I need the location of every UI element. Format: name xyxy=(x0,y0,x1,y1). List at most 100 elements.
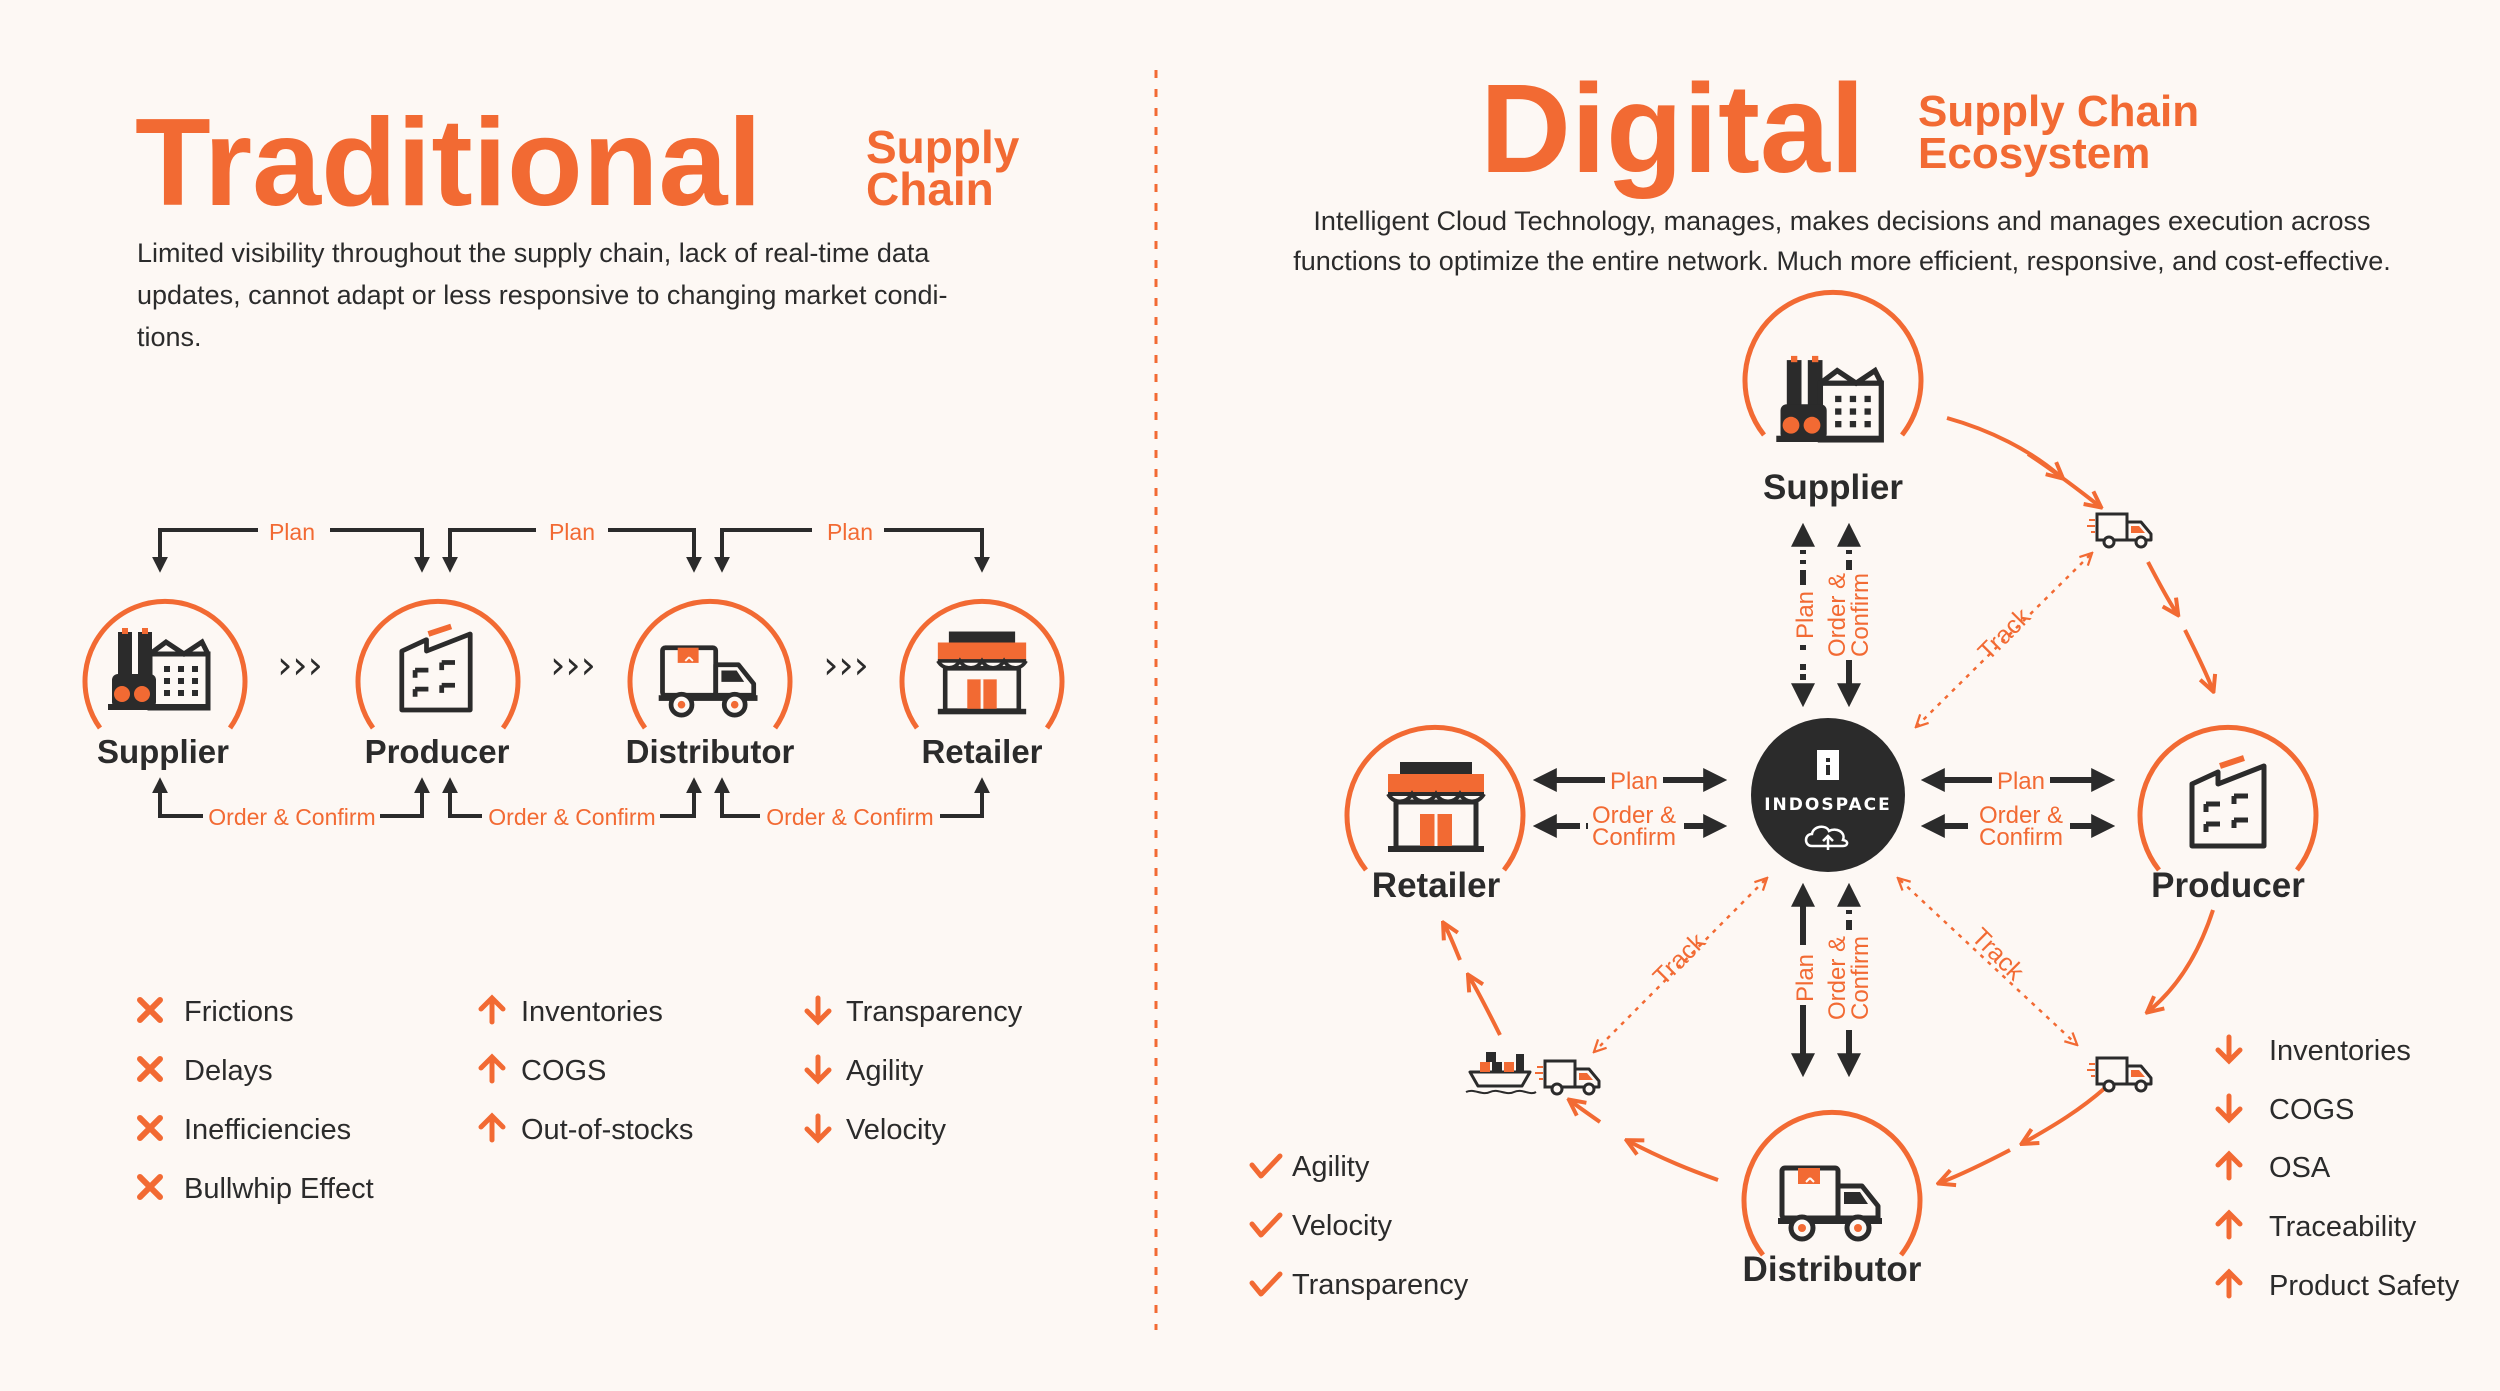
digital-retailer-links: Plan Order & Confirm xyxy=(1532,764,1728,856)
arrow-down-icon xyxy=(804,995,832,1144)
producer-plan-label: Plan xyxy=(1997,768,2045,795)
cloud-icon xyxy=(1804,825,1849,850)
check-icon xyxy=(1249,1153,1283,1297)
truck-icon xyxy=(1778,1168,1882,1239)
digital-distributor-links: Plan Order & Confirm xyxy=(1788,882,1874,1078)
retailer-plan-label: Plan xyxy=(1610,768,1658,795)
traditional-list-item: Out-of-stocks xyxy=(521,1114,693,1146)
building-icon xyxy=(2192,758,2264,846)
traditional-subtitle-line2: Chain xyxy=(866,163,994,215)
digital-desc-line1: Intelligent Cloud Technology, manages, m… xyxy=(1313,206,2370,236)
traditional-list-item: Inventories xyxy=(521,996,663,1028)
track-label-producer: Track xyxy=(1966,923,2030,987)
traditional-node-retailer: Retailer xyxy=(899,598,1065,770)
hub-label: INDOSPACE xyxy=(1764,795,1892,815)
digital-producer-links: Plan Order & Confirm xyxy=(1920,764,2116,856)
producer-order-label-1: Order & xyxy=(1979,802,2063,829)
traditional-list-increases: Inventories COGS Out-of-stocks xyxy=(478,994,693,1146)
digital-node-supplier: Supplier xyxy=(1742,289,1924,507)
truck-icon xyxy=(1533,1059,1601,1096)
factory-icon xyxy=(108,628,210,710)
supplier-order-label-1: Order & xyxy=(1824,573,1851,657)
traditional-node-supplier: Supplier xyxy=(82,598,248,770)
truck-icon xyxy=(2085,1056,2153,1093)
digital-list-benefits: Agility Velocity Transparency xyxy=(1249,1151,1469,1301)
flow-chevrons-2: ››› xyxy=(550,643,596,687)
truck-icon xyxy=(659,648,758,715)
digital-node-label: Supplier xyxy=(1763,468,1903,507)
digital-list-item: Traceability xyxy=(2269,1211,2417,1243)
traditional-list-item: Bullwhip Effect xyxy=(184,1173,374,1205)
traditional-list-item: Frictions xyxy=(184,996,294,1028)
digital-list-item: OSA xyxy=(2269,1152,2331,1184)
distributor-order-label-2: Confirm xyxy=(1847,936,1874,1020)
digital-cycle-arrows xyxy=(1445,416,2213,1182)
traditional-plan-label-1: Plan xyxy=(269,519,315,545)
retailer-order-label-1: Order & xyxy=(1592,802,1676,829)
digital-list-item: Inventories xyxy=(2269,1035,2411,1067)
traditional-list-decreases: Transparency Agility Velocity xyxy=(804,995,1023,1146)
arrow-up-icon xyxy=(478,994,506,1143)
supplier-order-label-2: Confirm xyxy=(1847,573,1874,657)
track-label-retailer: Track xyxy=(1648,927,1712,991)
supplier-plan-label: Plan xyxy=(1792,591,1819,639)
traditional-list-item: COGS xyxy=(521,1055,606,1087)
digital-list-item: Agility xyxy=(1292,1151,1370,1183)
traditional-list-negatives: Frictions Delays Inefficiencies Bullwhip… xyxy=(137,996,374,1205)
digital-list-item: Velocity xyxy=(1292,1210,1392,1242)
digital-subtitle-line1: Supply Chain xyxy=(1918,87,2199,136)
traditional-subtitle-line1: Supply xyxy=(866,121,1020,173)
digital-header: Digital Supply Chain Ecosystem Intellige… xyxy=(1293,58,2391,276)
traditional-node-label: Distributor xyxy=(626,733,795,770)
indospace-hub: INDOSPACE xyxy=(1751,718,1905,872)
traditional-list-item: Delays xyxy=(184,1055,273,1087)
traditional-node-label: Retailer xyxy=(921,733,1042,770)
digital-node-retailer: Retailer xyxy=(1344,724,1526,905)
traditional-order-label-3: Order & Confirm xyxy=(766,804,933,830)
traditional-desc-line3: tions. xyxy=(137,322,202,352)
traditional-node-label: Producer xyxy=(365,733,510,770)
traditional-desc-line1: Limited visibility throughout the supply… xyxy=(137,238,930,268)
flow-chevrons-3: ››› xyxy=(823,643,869,687)
store-icon xyxy=(938,632,1026,715)
digital-desc-line2: functions to optimize the entire network… xyxy=(1293,246,2391,276)
flow-chevrons-1: ››› xyxy=(277,643,323,687)
digital-node-distributor: Distributor xyxy=(1741,1109,1923,1289)
digital-subtitle-line2: Ecosystem xyxy=(1918,129,2150,178)
arrow-down-icon xyxy=(2215,1034,2243,1124)
digital-title: Digital xyxy=(1480,58,1865,199)
traditional-node-distributor: Distributor xyxy=(626,598,795,770)
traditional-list-item: Agility xyxy=(846,1055,924,1087)
digital-list-item: Product Safety xyxy=(2269,1270,2460,1302)
digital-node-label: Distributor xyxy=(1743,1250,1922,1289)
traditional-node-producer: Producer xyxy=(355,598,521,770)
digital-node-label: Retailer xyxy=(1372,866,1501,905)
traditional-order-label-2: Order & Confirm xyxy=(488,804,655,830)
x-icon xyxy=(137,997,163,1200)
digital-track-lines xyxy=(1596,555,2090,1050)
digital-list-item: Transparency xyxy=(1292,1269,1469,1301)
arrow-up-icon xyxy=(2215,1150,2243,1299)
track-label-supplier: Track xyxy=(1973,602,2037,666)
traditional-list-item: Inefficiencies xyxy=(184,1114,351,1146)
producer-order-label-2: Confirm xyxy=(1979,824,2063,851)
truck-icon xyxy=(2085,512,2153,549)
traditional-desc-line2: updates, cannot adapt or less responsive… xyxy=(137,280,948,310)
digital-list-item: COGS xyxy=(2269,1094,2354,1126)
digital-node-producer: Producer xyxy=(2137,724,2319,905)
traditional-title: Traditional xyxy=(135,94,762,232)
digital-supplier-links: Plan Order & Confirm xyxy=(1788,522,1874,708)
traditional-list-item: Transparency xyxy=(846,996,1023,1028)
traditional-order-arrows xyxy=(152,777,990,818)
distributor-order-label-1: Order & xyxy=(1824,936,1851,1020)
digital-list-metrics: Inventories COGS OSA Traceability Produc… xyxy=(2215,1034,2460,1302)
traditional-plan-arrows xyxy=(152,528,990,573)
store-icon xyxy=(1388,762,1484,852)
building-icon xyxy=(402,626,470,710)
digital-node-label: Producer xyxy=(2151,866,2305,905)
ship-icon xyxy=(1464,1050,1538,1095)
traditional-plan-label-2: Plan xyxy=(549,519,595,545)
distributor-plan-label: Plan xyxy=(1792,954,1819,1002)
traditional-plan-label-3: Plan xyxy=(827,519,873,545)
